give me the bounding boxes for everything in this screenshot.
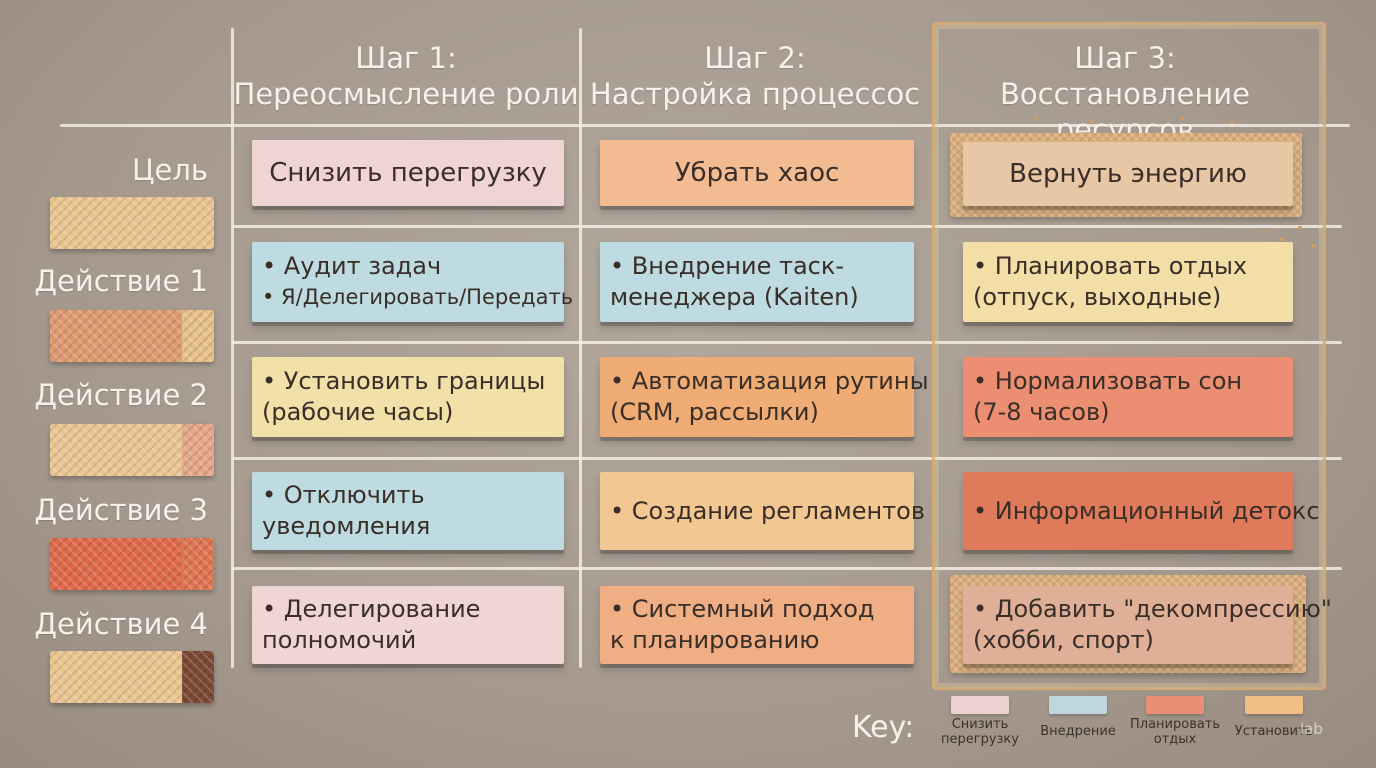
card-step1-goal: Снизить перегрузку [252, 140, 564, 206]
crumb [1280, 238, 1284, 241]
key-title: Key: [852, 710, 915, 745]
divider-row-1 [232, 225, 1342, 228]
card-line: • Автоматизация рутины [610, 367, 929, 395]
step-title: Настройка процессос [589, 77, 921, 111]
card-step2-action3: • Создание регламентов [600, 472, 925, 550]
card-step2-action1: • Внедрение таск- менеджера (Kaiten) [600, 242, 914, 322]
card-line: • Делегирование [262, 595, 481, 623]
divider-vertical-mid [579, 28, 582, 668]
key-label: Снизить [951, 717, 1009, 732]
step-number: Шаг 3: [1074, 41, 1176, 75]
key-item-planirovat: Планировать отдых [1130, 696, 1220, 747]
wafer-end [182, 310, 214, 362]
row-label-action3: Действие 3 [34, 493, 208, 527]
key-swatch [1245, 696, 1303, 714]
row-label-action4: Действие 4 [34, 607, 208, 641]
card-text: Снизить перегрузку [269, 158, 547, 188]
card-step2-action4: • Системный подход к планированию [600, 586, 914, 664]
key-swatch [951, 696, 1009, 714]
card-line: (хобби, спорт) [973, 626, 1154, 654]
divider-row-4 [232, 567, 1342, 570]
wafer-end [182, 424, 214, 476]
card-step3-action3: • Информационный детокс [963, 472, 1320, 550]
crumb [1230, 121, 1234, 124]
card-step1-action2: • Установить границы (рабочие часы) [252, 357, 564, 437]
wafer-illustration-goal [50, 197, 214, 249]
card-line: (7-8 часов) [973, 398, 1110, 426]
card-line: менеджера (Kaiten) [610, 283, 859, 311]
wafer-illustration-action2 [50, 424, 214, 476]
card-step3-action2: • Нормализовать сон (7-8 часов) [963, 357, 1293, 437]
crumb [1090, 120, 1094, 123]
step-number: Шаг 2: [704, 41, 806, 75]
step-number: Шаг 1: [355, 41, 457, 75]
card-text: Вернуть энергию [1009, 159, 1247, 189]
card-line: к планированию [610, 626, 820, 654]
card-step1-action4: • Делегирование полномочий [252, 586, 564, 664]
watermark-logo: lab [1300, 720, 1323, 738]
wafer-illustration-action3 [50, 538, 214, 590]
card-line: уведомления [262, 512, 431, 540]
key-label: Внедрение [1040, 724, 1116, 739]
card-step2-action2: • Автоматизация рутины (CRM, рассылки) [600, 357, 929, 437]
card-text: Убрать хаос [674, 158, 840, 188]
card-step3-action1: • Планировать отдых (отпуск, выходные) [963, 242, 1293, 322]
card-step2-goal: Убрать хаос [600, 140, 914, 206]
card-line: • Информационный детокс [973, 496, 1320, 525]
divider-header [60, 124, 1350, 127]
wafer-end [182, 651, 214, 703]
card-line: • Установить границы [262, 367, 546, 395]
crumb [1034, 116, 1038, 119]
row-label-goal: Цель [132, 153, 208, 187]
card-step1-action1: • Аудит задач • Я/Делегировать/Передать [252, 242, 573, 322]
card-step3-action4: • Добавить "декомпрессию" (хобби, спорт) [963, 586, 1332, 664]
card-line: • Я/Делегировать/Передать [262, 285, 574, 309]
card-line: (отпуск, выходные) [973, 283, 1222, 311]
key-item-vnedrenie: Внедрение [1038, 696, 1118, 739]
crumb [1262, 230, 1266, 233]
wafer-illustration-action1 [50, 310, 214, 362]
key-swatch [1146, 696, 1204, 714]
step3-frame [932, 22, 1326, 690]
card-line: • Системный подход [610, 595, 875, 623]
divider-row-2 [232, 341, 1342, 344]
key-swatch [1049, 696, 1107, 714]
key-item-snizit: Снизить перегрузку [940, 696, 1020, 747]
card-line: (рабочие часы) [262, 398, 454, 426]
step-title: Переосмысление роли [233, 77, 579, 111]
card-line: • Нормализовать сон [973, 367, 1243, 395]
card-line: • Планировать отдых [973, 252, 1248, 280]
divider-row-3 [232, 457, 1342, 460]
column-header-step2: Шаг 2: Настройка процессос [580, 40, 930, 112]
key-label: Планировать [1130, 717, 1221, 732]
wafer-end [182, 538, 214, 590]
card-line: • Добавить "декомпрессию" [973, 595, 1332, 623]
card-line: полномочий [262, 626, 417, 654]
wafer-illustration-action4 [50, 651, 214, 703]
card-line: (CRM, рассылки) [610, 398, 819, 426]
card-line: • Аудит задач [262, 252, 442, 280]
column-header-step1: Шаг 1: Переосмысление роли [232, 40, 580, 112]
key-item-ustanovit: Установить [1232, 696, 1316, 739]
key-label: отдых [1153, 732, 1197, 747]
key-label: перегрузку [941, 732, 1019, 747]
row-label-action2: Действие 2 [34, 378, 208, 412]
divider-vertical-left [231, 28, 234, 668]
crumb [1312, 244, 1316, 247]
card-line: • Создание регламентов [610, 496, 925, 525]
row-label-action1: Действие 1 [34, 264, 208, 298]
card-line: • Внедрение таск- [610, 252, 845, 280]
card-line: • Отключить [262, 481, 425, 509]
crumb [1298, 226, 1302, 229]
crumb [1180, 117, 1184, 120]
key-label: Установить [1234, 724, 1314, 739]
card-step3-goal: Вернуть энергию [963, 142, 1293, 206]
column-header-step3: Шаг 3: Восстановление ресурсов [935, 40, 1315, 148]
card-step1-action3: • Отключить уведомления [252, 472, 564, 550]
